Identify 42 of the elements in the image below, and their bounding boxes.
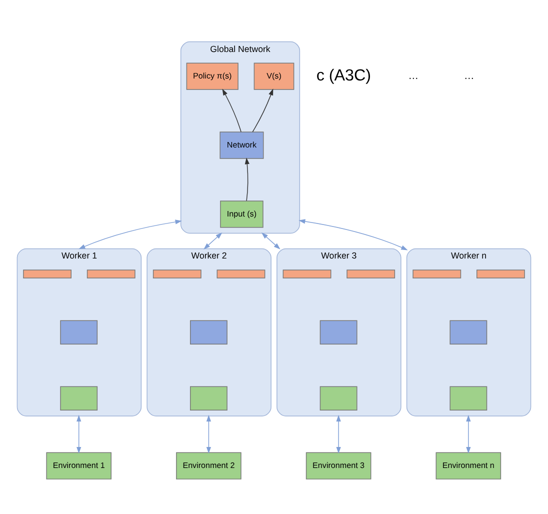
node-bar [23,269,72,278]
node-box: Policy π(s) [186,62,238,90]
node-box: V(s) [254,62,294,90]
node-box: Environment 1 [46,452,112,479]
node-box: Environment 3 [306,452,372,479]
arrow [298,218,408,250]
node-bar [476,269,525,278]
arrow [222,88,242,132]
node-box: Input (s) [220,200,264,228]
arrow [204,232,222,249]
node-bar [216,269,266,278]
node-bar [282,269,332,278]
cluster: Worker n [406,248,532,416]
label: … [408,70,419,82]
arrow [466,414,471,454]
node-box [320,320,358,344]
node-box [60,386,98,410]
node-bar [412,269,462,278]
node-box: Environment 2 [176,452,242,479]
arrow [206,414,212,454]
arrow [336,414,341,454]
label: … [464,70,474,82]
cluster: Worker 1 [16,248,142,416]
node-bar [86,269,136,278]
node-box [190,386,228,410]
node-box [320,386,358,410]
cluster: Worker 3 [276,248,402,416]
node-box: Environment n [436,452,502,479]
node-bar [152,269,202,278]
label: c (A3C) [316,66,372,84]
node-box: Network [220,131,264,158]
arrow [252,88,274,132]
node-box [450,386,488,410]
cluster: Worker 2 [146,248,272,416]
node-bar [346,269,396,278]
arrow [261,232,280,249]
node-box [60,320,98,344]
arrow [78,219,182,249]
arrow [244,157,250,201]
node-box [450,320,488,344]
node-box [190,320,228,344]
arrow [76,414,82,454]
